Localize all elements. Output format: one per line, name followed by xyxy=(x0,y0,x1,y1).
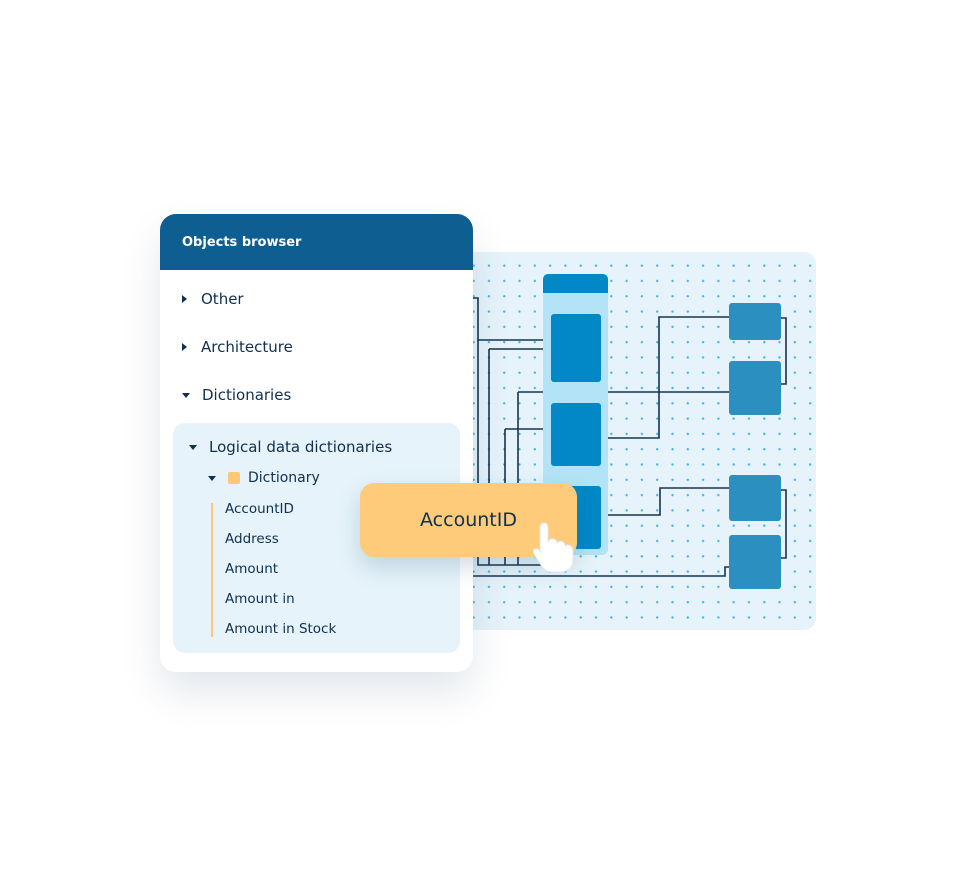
entity-box xyxy=(551,314,601,382)
caret-down-icon xyxy=(182,392,190,398)
field-item[interactable]: Amount xyxy=(225,561,279,577)
field-item[interactable]: AccountID xyxy=(225,501,294,517)
hand-pointer-icon xyxy=(532,522,574,573)
field-item[interactable]: Amount in Stock xyxy=(225,621,337,637)
wire xyxy=(781,317,787,385)
wire xyxy=(601,487,729,516)
tree-item-logical-data-dictionaries[interactable]: Logical data dictionaries xyxy=(189,438,392,456)
wire xyxy=(601,316,729,439)
caret-right-icon xyxy=(182,295,187,303)
tree-item-architecture[interactable]: Architecture xyxy=(182,338,293,356)
tree-item-label: Architecture xyxy=(201,338,293,356)
field-item[interactable]: Address xyxy=(225,531,279,547)
wire xyxy=(466,297,551,341)
entity-box xyxy=(551,403,601,466)
wire xyxy=(466,566,729,577)
tree-item-other[interactable]: Other xyxy=(182,290,244,308)
caret-right-icon xyxy=(182,343,187,351)
tree-item-label: Other xyxy=(201,290,244,308)
objects-browser-panel: Objects browser Other Architecture Dicti… xyxy=(160,214,473,672)
tree-item-label: Dictionary xyxy=(248,470,320,486)
tree-item-label: Dictionaries xyxy=(202,386,292,404)
node-box xyxy=(729,475,781,521)
wire xyxy=(477,340,551,566)
caret-down-icon xyxy=(208,475,216,481)
node-box xyxy=(729,535,781,589)
panel-title: Objects browser xyxy=(160,214,473,270)
dictionary-icon xyxy=(228,472,240,484)
tree-item-dictionaries[interactable]: Dictionaries xyxy=(182,386,291,404)
node-box xyxy=(729,361,781,415)
tree-item-dictionary[interactable]: Dictionary xyxy=(208,470,320,486)
tree-item-label: Logical data dictionaries xyxy=(209,438,393,456)
caret-down-icon xyxy=(189,444,197,450)
tree-guide-line xyxy=(211,503,213,637)
field-item[interactable]: Amount in xyxy=(225,591,295,607)
node-box xyxy=(729,303,781,340)
entity-column-header xyxy=(543,274,608,293)
wire xyxy=(781,489,787,559)
